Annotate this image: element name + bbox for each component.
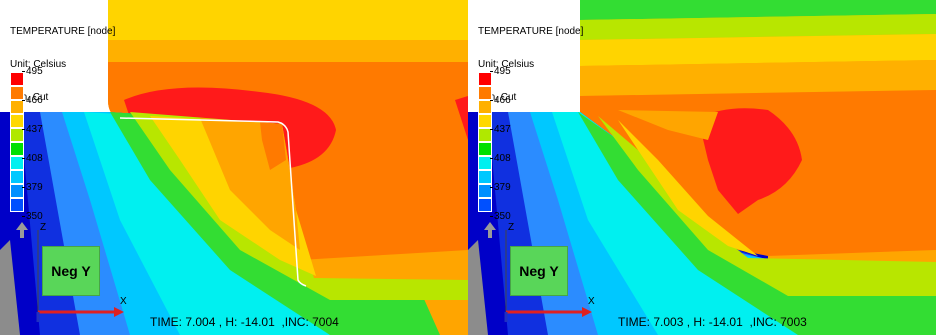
scale-tick-label: 495 (490, 66, 511, 77)
scale-band (478, 100, 492, 114)
scale-band (10, 142, 24, 156)
scale-band (478, 142, 492, 156)
axis-x-label: X (588, 296, 595, 307)
scale-tick-label: 350 (490, 211, 511, 222)
scale-tick-label: 466 (22, 95, 43, 106)
scale-band (10, 86, 24, 100)
scale-tick-label: 408 (490, 153, 511, 164)
scale-band (10, 184, 24, 198)
scale-band (10, 156, 24, 170)
time-label: TIME: (150, 315, 182, 329)
scale-band (478, 86, 492, 100)
status-readout: TIME: 7.004 , H: -14.01 ,INC: 7004 (150, 315, 339, 329)
scale-band (478, 128, 492, 142)
inc-value: 7003 (780, 315, 807, 329)
scale-band (478, 184, 492, 198)
axis-z-label: Z (40, 222, 47, 233)
time-value: 7.004 (185, 315, 216, 329)
right-viewport[interactable]: TEMPERATURE [node] Unit: Celsius Frin, C… (468, 0, 936, 335)
scale-band (478, 198, 492, 212)
scale-band (10, 128, 24, 142)
scale-tick-label: 408 (22, 153, 43, 164)
color-scale (10, 72, 24, 212)
scale-tick-label: 379 (22, 182, 43, 193)
scale-band (10, 170, 24, 184)
legend-title: TEMPERATURE [node] (478, 26, 584, 37)
scale-band (478, 170, 492, 184)
scale-band (10, 114, 24, 128)
view-triad[interactable]: Z X Neg Y (6, 222, 146, 334)
scale-tick-label: 495 (22, 66, 43, 77)
status-readout: TIME: 7.003 , H: -14.01 ,INC: 7003 (618, 315, 807, 329)
view-triad[interactable]: Z X Neg Y (474, 222, 614, 334)
scale-tick-label: 437 (22, 124, 43, 135)
scale-band (10, 100, 24, 114)
view-orientation-cube[interactable]: Neg Y (510, 246, 568, 296)
axis-z-label: Z (508, 222, 515, 233)
scale-band (478, 156, 492, 170)
scale-band (10, 72, 24, 86)
left-viewport[interactable]: TEMPERATURE [node] Unit: Celsius Frin, C… (0, 0, 468, 335)
h-value: -14.01 (240, 315, 275, 329)
scale-band (478, 114, 492, 128)
scale-band (10, 198, 24, 212)
color-scale (478, 72, 492, 212)
scale-band (478, 72, 492, 86)
inc-label: ,INC: (749, 315, 777, 329)
h-label: , H: (686, 315, 706, 329)
legend-unit: Unit: Celsius (478, 59, 535, 70)
h-label: , H: (218, 315, 238, 329)
time-value: 7.003 (653, 315, 684, 329)
time-label: TIME: (618, 315, 650, 329)
scale-tick-label: 466 (490, 95, 511, 106)
inc-label: ,INC: (281, 315, 309, 329)
legend-title-block: TEMPERATURE [node] Unit: Celsius Frin, C… (478, 4, 583, 125)
scale-tick-label: 437 (490, 124, 511, 135)
scale-tick-label: 379 (490, 182, 511, 193)
scale-tick-label: 350 (22, 211, 43, 222)
legend-title-block: TEMPERATURE [node] Unit: Celsius Frin, C… (10, 4, 115, 125)
legend-unit: Unit: Celsius (10, 59, 67, 70)
axis-x-label: X (120, 296, 127, 307)
inc-value: 7004 (312, 315, 339, 329)
h-value: -14.01 (708, 315, 743, 329)
legend-title: TEMPERATURE [node] (10, 26, 116, 37)
view-orientation-cube[interactable]: Neg Y (42, 246, 100, 296)
